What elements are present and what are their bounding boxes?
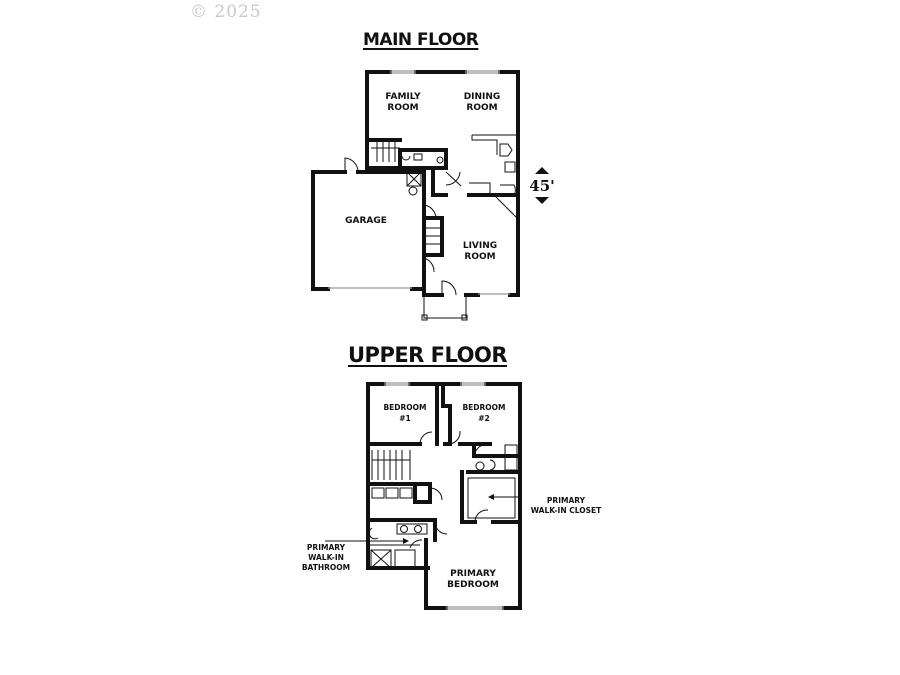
main-floor-title: MAIN FLOOR (363, 30, 479, 50)
dimension-label: 45' (529, 177, 554, 195)
bedroom-1-label: BEDROOM#1 (383, 403, 426, 423)
copyright-notice: © 2025 (190, 2, 262, 22)
arrow-up-icon (535, 167, 549, 174)
upper-floor-title: UPPER FLOOR (348, 343, 508, 367)
arrow-down-icon (535, 197, 549, 204)
bedroom-2-label: BEDROOM#2 (462, 403, 505, 423)
garage-label: GARAGE (345, 216, 387, 226)
